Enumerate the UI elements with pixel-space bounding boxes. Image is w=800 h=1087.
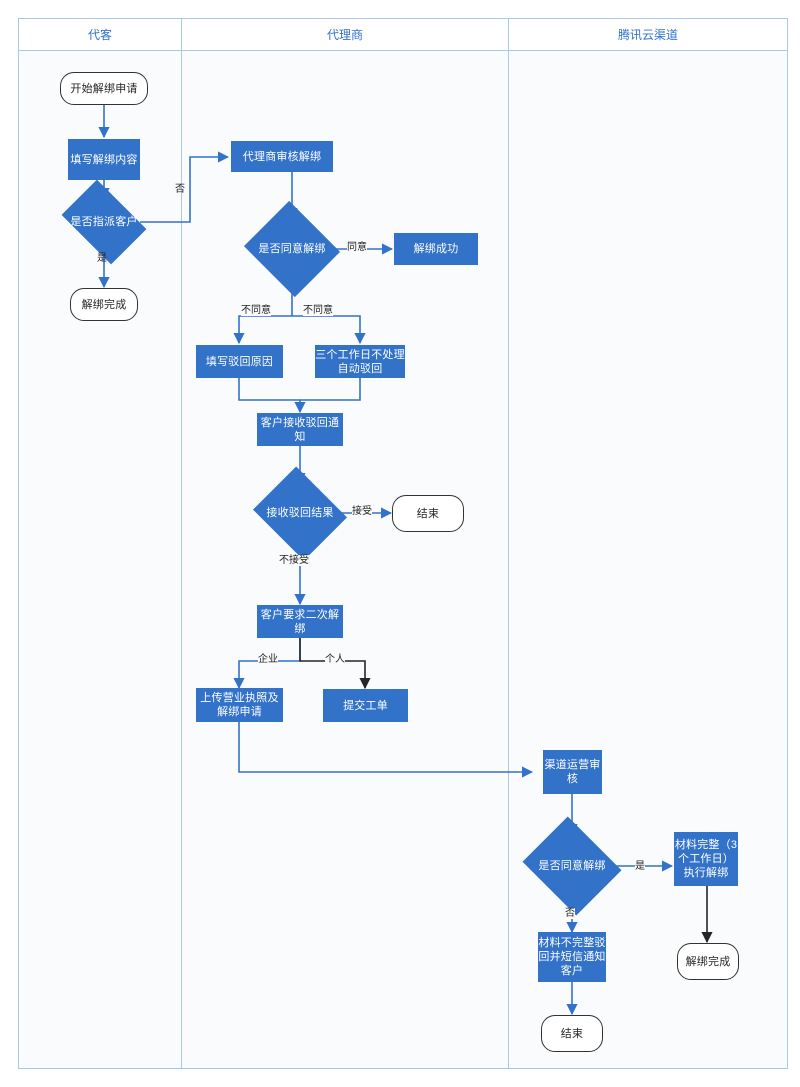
node-material-incomplete[interactable]: 材料不完整驳回并短信通知客户 bbox=[538, 932, 606, 982]
edge-label-yes-assign: 是 bbox=[97, 253, 107, 264]
node-channel-review-label: 渠道运营审核 bbox=[544, 759, 601, 785]
edge-label-accept: 接受 bbox=[352, 506, 372, 517]
edge-label-agree: 同意 bbox=[347, 242, 367, 253]
edge-assign-no-to-agent bbox=[140, 151, 230, 223]
node-unbind-done-1[interactable]: 解绑完成 bbox=[70, 288, 138, 321]
node-second-unbind-label: 客户要求二次解绑 bbox=[260, 608, 340, 635]
lane-header-daike: 代客 bbox=[87, 28, 112, 42]
edge-label-personal: 个人 bbox=[325, 654, 345, 665]
node-assign-customer[interactable]: 是否指派客户 bbox=[61, 179, 147, 265]
node-customer-receive-label: 客户接收驳回通知 bbox=[260, 416, 340, 443]
node-submit-ticket[interactable]: 提交工单 bbox=[323, 689, 408, 722]
edge-label-enterprise: 企业 bbox=[258, 654, 278, 665]
node-second-unbind[interactable]: 客户要求二次解绑 bbox=[257, 605, 343, 638]
node-upload-license[interactable]: 上传营业执照及解绑申请 bbox=[196, 688, 283, 722]
node-fill-reject-reason[interactable]: 填写驳回原因 bbox=[196, 345, 283, 378]
edge-label-no-assign: 否 bbox=[175, 184, 185, 195]
node-agree-unbind[interactable]: 是否同意解绑 bbox=[243, 200, 341, 298]
edge-upload-to-channel bbox=[238, 722, 534, 778]
edge-reject-reason-to-receive bbox=[238, 378, 306, 414]
node-unbind-success-label: 解绑成功 bbox=[413, 243, 459, 255]
lane-divider-2 bbox=[508, 19, 509, 1068]
node-start-apply[interactable]: 开始解绑申请 bbox=[60, 72, 148, 105]
node-unbind-done-1-label: 解绑完成 bbox=[81, 298, 127, 311]
node-auto-reject-3days[interactable]: 三个工作日不处理自动驳回 bbox=[315, 345, 405, 378]
node-channel-review[interactable]: 渠道运营审核 bbox=[543, 750, 602, 794]
node-end-1-label: 结束 bbox=[416, 507, 440, 520]
node-agree-unbind-2[interactable]: 是否同意解绑 bbox=[522, 816, 622, 916]
node-fill-reject-reason-label: 填写驳回原因 bbox=[205, 355, 274, 368]
swimlane-table: 代客 代理商 腾讯云渠道 bbox=[18, 18, 788, 1069]
node-fill-unbind-content-label: 填写解绑内容 bbox=[70, 153, 138, 166]
edge-agree-to-auto-reject bbox=[292, 315, 366, 345]
node-auto-reject-3days-label: 三个工作日不处理自动驳回 bbox=[315, 348, 405, 375]
edge-auto-reject-to-receive bbox=[300, 378, 361, 401]
node-end-2-label: 结束 bbox=[560, 1027, 584, 1040]
node-customer-receive[interactable]: 客户接收驳回通知 bbox=[257, 413, 343, 446]
lane-divider-1 bbox=[181, 19, 182, 1068]
edge-label-not-accept: 不接受 bbox=[279, 555, 309, 566]
edge-label-disagree-2: 不同意 bbox=[303, 305, 333, 316]
edge-agree-to-reject-reason bbox=[233, 315, 292, 345]
swimlane-header-row bbox=[19, 19, 787, 51]
node-end-2[interactable]: 结束 bbox=[541, 1015, 603, 1052]
node-agent-review[interactable]: 代理商审核解绑 bbox=[231, 141, 333, 172]
node-fill-unbind-content[interactable]: 填写解绑内容 bbox=[68, 139, 140, 180]
node-end-1[interactable]: 结束 bbox=[392, 495, 464, 532]
node-material-incomplete-label: 材料不完整驳回并短信通知客户 bbox=[538, 937, 606, 977]
node-agent-review-label: 代理商审核解绑 bbox=[242, 150, 322, 163]
node-start-apply-label: 开始解绑申请 bbox=[70, 82, 138, 95]
node-unbind-done-2-label: 解绑完成 bbox=[685, 955, 731, 968]
node-material-complete[interactable]: 材料完整（3个工作日）执行解绑 bbox=[674, 832, 738, 886]
edge-label-no-channel: 否 bbox=[565, 908, 575, 919]
node-submit-ticket-label: 提交工单 bbox=[343, 699, 388, 712]
edge-label-yes-channel: 是 bbox=[635, 861, 645, 872]
node-upload-license-label: 上传营业执照及解绑申请 bbox=[200, 692, 279, 718]
node-receive-result[interactable]: 接收驳回结果 bbox=[252, 466, 348, 561]
node-unbind-success[interactable]: 解绑成功 bbox=[394, 233, 478, 265]
node-agree-unbind-2-label: 是否同意解绑 bbox=[538, 859, 606, 872]
node-receive-result-label: 接收驳回结果 bbox=[266, 507, 334, 519]
lane-header-tencent: 腾讯云渠道 bbox=[617, 28, 678, 42]
node-unbind-done-2[interactable]: 解绑完成 bbox=[677, 943, 739, 980]
node-assign-customer-label: 是否指派客户 bbox=[70, 215, 138, 228]
lane-header-dailishang: 代理商 bbox=[326, 28, 363, 42]
edge-label-disagree-1: 不同意 bbox=[241, 305, 271, 316]
node-material-complete-label: 材料完整（3个工作日）执行解绑 bbox=[674, 839, 738, 879]
node-agree-unbind-label: 是否同意解绑 bbox=[258, 242, 326, 255]
